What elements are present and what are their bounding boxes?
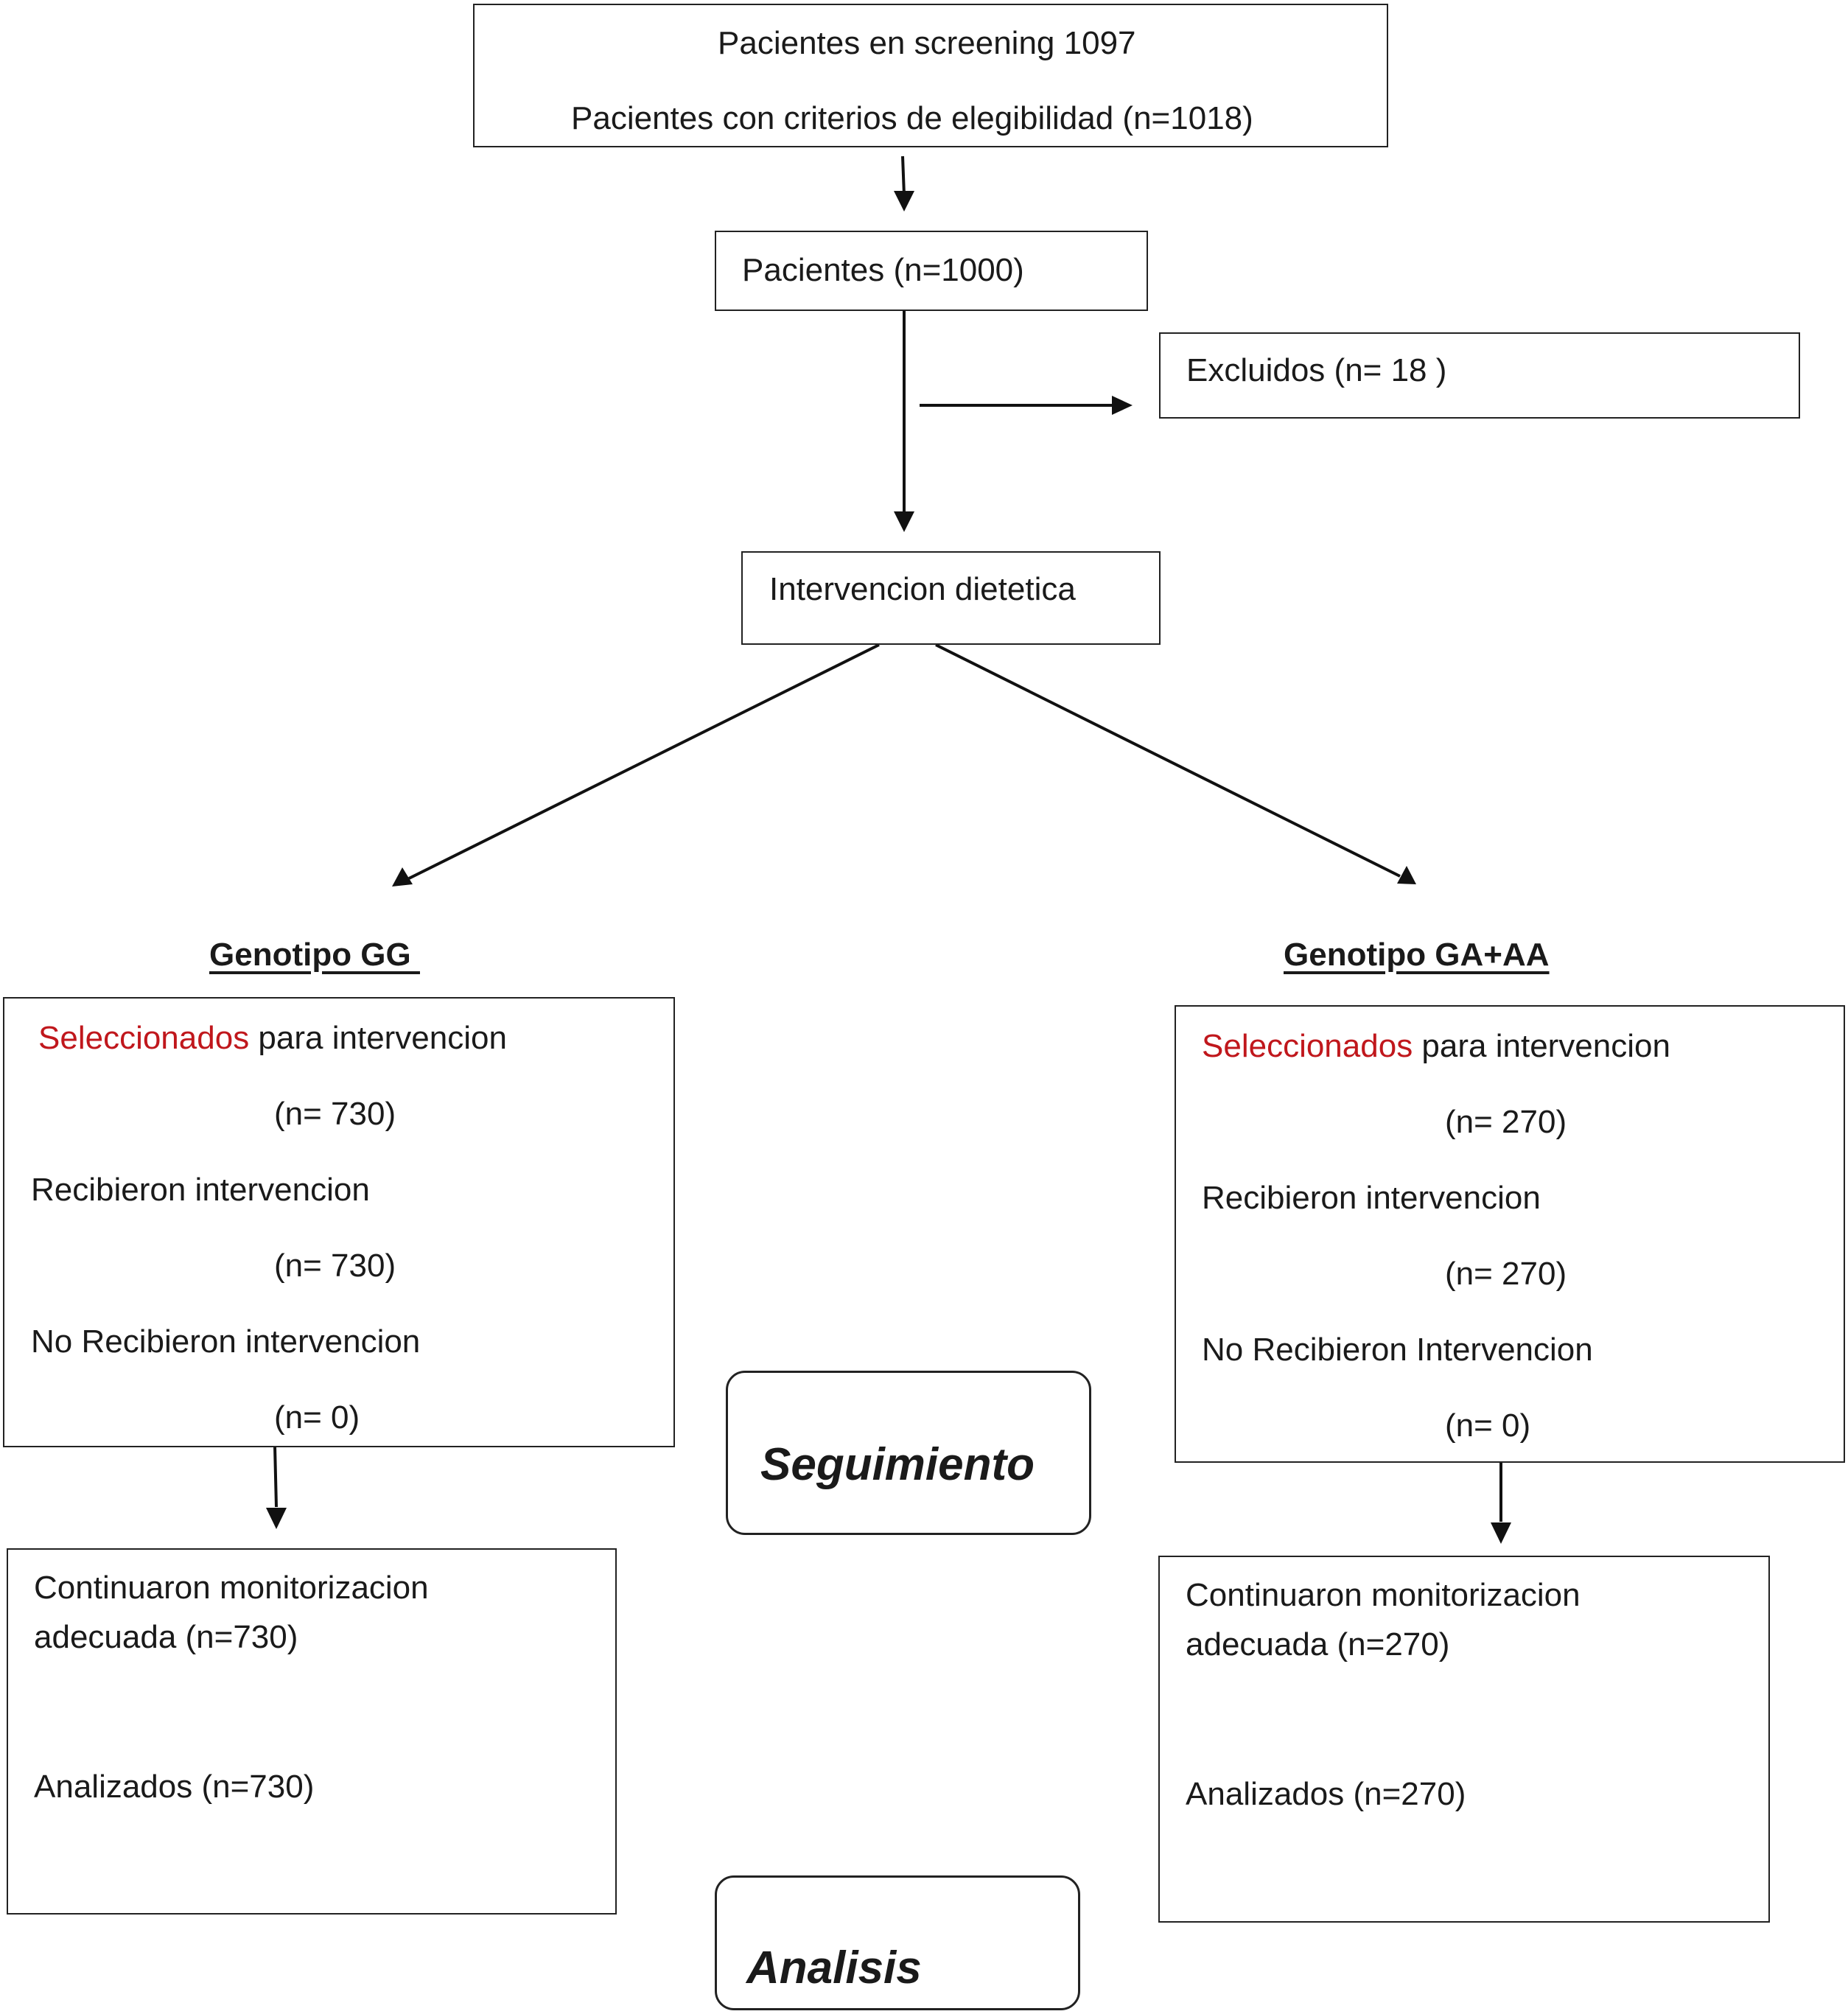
followup-stage-box: Seguimiento: [726, 1371, 1091, 1535]
gaaa-not-received: No Recibieron Intervencion: [1202, 1332, 1593, 1368]
arrowhead-excluded: [1112, 396, 1133, 415]
gaaa-not-received-n: (n= 0): [1445, 1408, 1531, 1444]
gaaa-received-n: (n= 270): [1445, 1256, 1567, 1292]
gaaa-received: Recibieron intervencion: [1202, 1180, 1541, 1216]
gg-selected-rest: para intervencion: [249, 1020, 507, 1056]
gg-not-received: No Recibieron intervencion: [31, 1324, 421, 1360]
analysis-stage-label: Analisis: [746, 1943, 922, 1993]
gaaa-selected-word: Seleccionados: [1202, 1028, 1413, 1064]
gg-received: Recibieron intervencion: [31, 1172, 370, 1208]
excluded-text: Excluidos (n= 18 ): [1186, 352, 1447, 388]
gg-selected-line: Seleccionados para intervencion: [38, 1022, 507, 1055]
intervention-box: Intervencion dietetica: [741, 551, 1161, 645]
arrowhead-gaaa: [1397, 866, 1416, 884]
gg-selected-n: (n= 730): [274, 1096, 396, 1132]
gg-selected-word: Seleccionados: [38, 1020, 250, 1056]
patients-text: Pacientes (n=1000): [742, 252, 1024, 288]
gg-analyzed: Analizados (n=730): [34, 1769, 315, 1805]
followup-stage-label: Seguimiento: [760, 1439, 1035, 1490]
arrow-intervention-to-gg: [408, 643, 880, 880]
gaaa-selected-line: Seleccionados para intervencion: [1202, 1030, 1670, 1063]
excluded-box: Excluidos (n= 18 ): [1159, 332, 1800, 419]
arrowhead-top: [894, 191, 914, 211]
arrow-gg-to-continued: [273, 1445, 278, 1508]
gaaa-analyzed: Analizados (n=270): [1186, 1776, 1466, 1812]
gaaa-followup-box: Continuaron monitorizacion adecuada (n=2…: [1158, 1556, 1770, 1923]
gg-not-received-n: (n= 0): [274, 1399, 360, 1436]
gaaa-selected-n: (n= 270): [1445, 1104, 1567, 1140]
gg-allocation-box: Seleccionados para intervencion (n= 730)…: [3, 997, 675, 1447]
screening-box: Pacientes en screening 1097 Pacientes co…: [473, 4, 1388, 147]
intervention-text: Intervencion dietetica: [769, 571, 1076, 607]
gg-continued-line1: Continuaron monitorizacion: [34, 1570, 429, 1606]
gaaa-continued-line1: Continuaron monitorizacion: [1186, 1577, 1581, 1613]
arrow-top-to-patients: [901, 155, 906, 196]
arrowhead-gg: [392, 867, 413, 887]
gg-received-n: (n= 730): [274, 1248, 396, 1284]
gg-followup-box: Continuaron monitorizacion adecuada (n=7…: [7, 1548, 617, 1915]
arrowhead-gg-continued: [266, 1508, 287, 1529]
gaaa-continued-line2: adecuada (n=270): [1186, 1626, 1450, 1662]
gaaa-heading: Genotipo GA+AA: [1284, 937, 1550, 973]
gaaa-selected-rest: para intervencion: [1413, 1028, 1670, 1064]
screening-text: Pacientes en screening 1097: [718, 25, 1136, 61]
analysis-stage-box: Analisis: [715, 1875, 1080, 2010]
gg-continued-line2: adecuada (n=730): [34, 1619, 298, 1655]
arrowhead-gaaa-continued: [1491, 1522, 1511, 1544]
gg-heading: Genotipo GG: [209, 937, 420, 973]
gaaa-allocation-box: Seleccionados para intervencion (n= 270)…: [1175, 1005, 1845, 1463]
eligibility-text: Pacientes con criterios de elegibilidad …: [571, 100, 1253, 136]
patients-box: Pacientes (n=1000): [715, 231, 1148, 311]
arrowhead-patients: [894, 511, 914, 532]
arrow-intervention-to-gaaa: [935, 643, 1401, 878]
